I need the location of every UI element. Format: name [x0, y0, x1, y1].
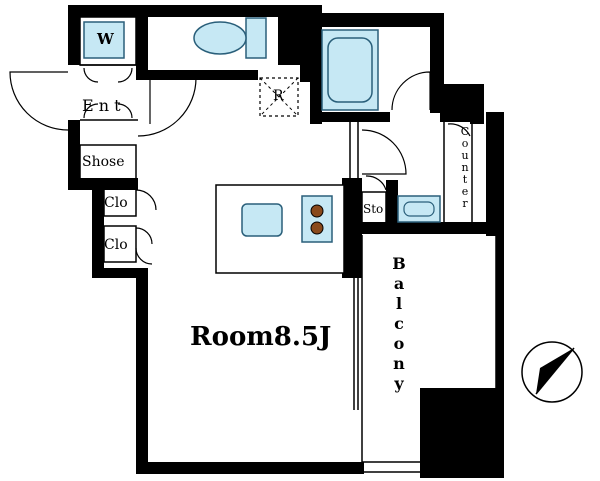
fixtures [83, 17, 441, 274]
walls [68, 5, 504, 478]
compass-icon [521, 341, 583, 403]
room-label: Room8.5J [190, 322, 332, 352]
label-closet-upper: Clo [104, 195, 128, 211]
label-storage-mid: Sto [363, 202, 384, 216]
door-swings [9, 67, 471, 265]
thin-walls [79, 16, 497, 473]
burner [310, 221, 324, 235]
fridge-space [259, 77, 299, 117]
label-closet-lower: Clo [104, 237, 128, 253]
label-storage-top: Sto [450, 95, 471, 109]
kitchen-sink [241, 203, 283, 237]
washer-machine [83, 21, 125, 59]
label-shoes: Shose [82, 154, 125, 170]
label-fridge: R [273, 88, 284, 104]
label-entrance: E n t [82, 96, 121, 115]
label-washer: W [97, 30, 114, 48]
cooktop [301, 195, 333, 243]
burner [310, 204, 324, 218]
toilet-tank [245, 17, 267, 59]
toilet-bowl [193, 21, 247, 55]
